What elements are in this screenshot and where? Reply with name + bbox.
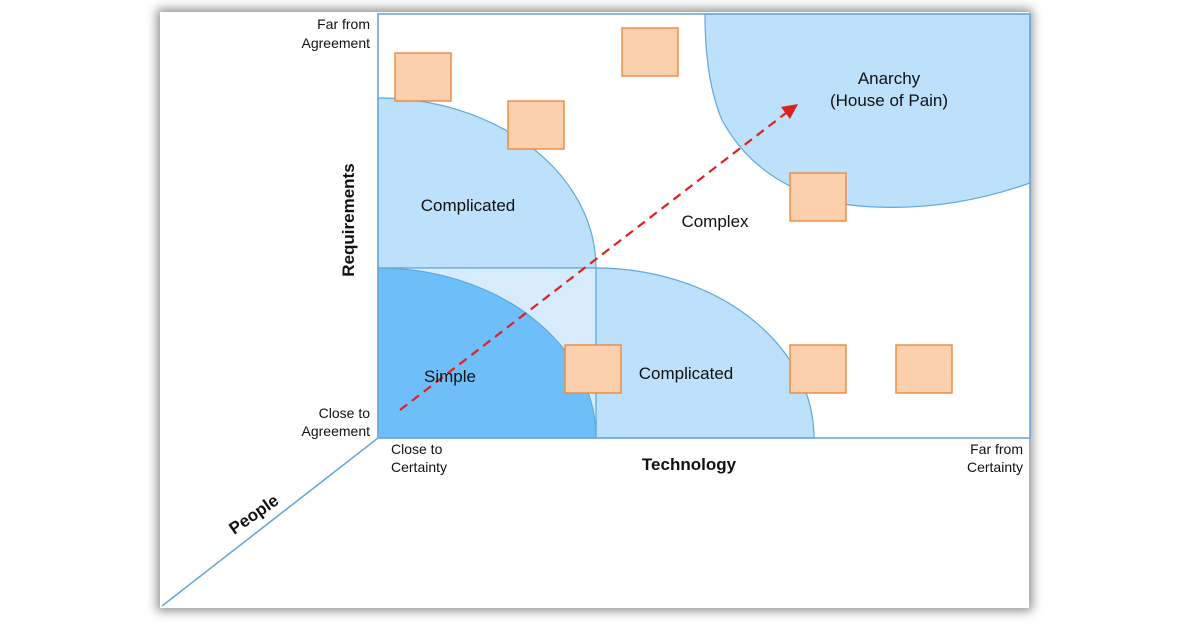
people-axis-title: People	[226, 491, 283, 539]
direction-arrow	[399, 112, 787, 411]
complex-label: Complex	[681, 212, 749, 231]
anarchy-sublabel: (House of Pain)	[830, 91, 948, 110]
y-bottom-label-line1: Close to	[319, 405, 371, 421]
x-left-label-line1: Close to	[391, 441, 443, 457]
x-left-label-line2: Certainty	[391, 459, 447, 475]
x-right-label-line2: Certainty	[967, 459, 1023, 475]
orange-box-3	[621, 27, 679, 77]
y-axis-title: Requirements	[339, 163, 358, 276]
orange-box-2	[507, 100, 565, 150]
y-top-label-line2: Agreement	[302, 35, 371, 51]
plot-frame	[377, 13, 1031, 439]
y-top-label-line1: Far from	[317, 16, 370, 32]
complicated-technology-zone	[595, 267, 815, 439]
complicated-requirements-label: Complicated	[421, 196, 516, 215]
orange-box-7	[895, 344, 953, 394]
simple-zone	[377, 267, 597, 439]
x-axis-title: Technology	[642, 455, 737, 474]
box-icons	[394, 27, 953, 394]
orange-box-4	[789, 172, 847, 222]
direction-arrow-head	[781, 104, 798, 119]
orange-box-1	[394, 52, 452, 102]
orange-box-5	[564, 344, 622, 394]
complicated-requirements-zone	[377, 97, 597, 269]
y-bottom-label-line2: Agreement	[302, 423, 371, 439]
simple-label: Simple	[424, 367, 476, 386]
x-right-label-line1: Far from	[970, 441, 1023, 457]
orange-box-6	[789, 344, 847, 394]
people-axis-line	[161, 437, 379, 607]
complicated-technology-label: Complicated	[639, 364, 734, 383]
anarchy-label: Anarchy	[858, 69, 921, 88]
